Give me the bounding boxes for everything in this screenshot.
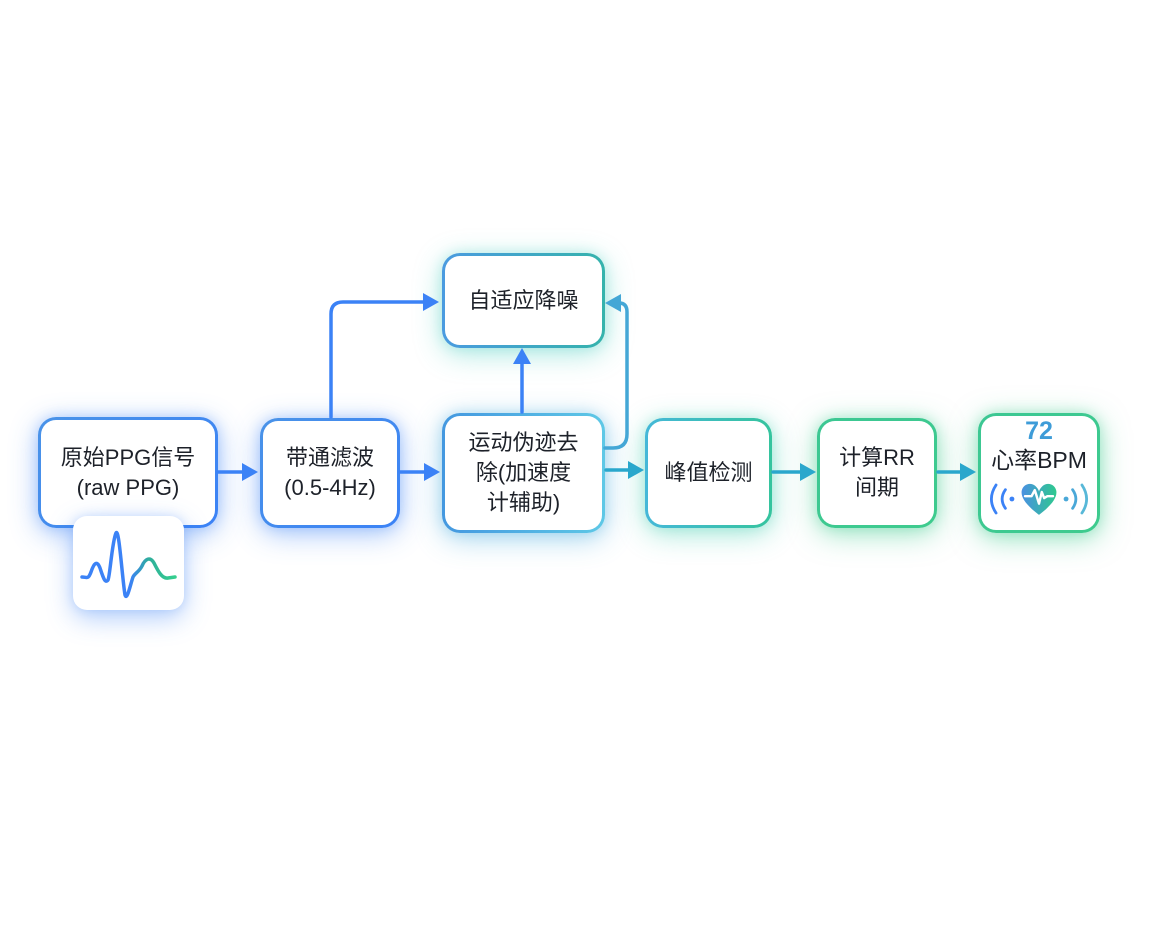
edge-motion-to-adaptive-feedback	[603, 294, 629, 450]
node-bpm-body: 72 心率BPM	[981, 416, 1097, 530]
edge-bandpass-to-motion	[398, 463, 440, 481]
node-adaptive-body: 自适应降噪	[445, 256, 602, 345]
sound-waves-right-icon	[1071, 483, 1088, 515]
node-label-line: 原始PPG信号	[60, 444, 196, 470]
node-label-line: 除(加速度	[475, 460, 572, 485]
node-motion-body: 运动伪迹去 除(加速度 计辅助)	[445, 416, 602, 530]
node-rr-body: 计算RR 间期	[820, 421, 934, 525]
node-label-line: 计算RR	[839, 445, 915, 470]
node-bandpass-body: 带通滤波 (0.5-4Hz)	[263, 421, 397, 525]
edge-bandpass-to-adaptive	[329, 293, 439, 419]
edge-rr-to-bpm	[936, 463, 976, 481]
node-motion-artifact-removal: 运动伪迹去 除(加速度 计辅助)	[442, 413, 605, 533]
edge-raw-to-bandpass	[216, 463, 258, 481]
node-raw-ppg-body: 原始PPG信号 (raw PPG)	[41, 420, 215, 525]
heartbeat-sound-waves-icon	[983, 477, 1095, 529]
node-raw-ppg: 原始PPG信号 (raw PPG)	[38, 417, 218, 528]
sound-dot-right-icon	[1063, 496, 1069, 502]
node-label-line: 自适应降噪	[468, 287, 579, 313]
bpm-value: 72	[1025, 417, 1053, 445]
node-peak-body: 峰值检测	[648, 421, 769, 525]
ppg-waveform-card	[73, 516, 184, 610]
node-peak-detection: 峰值检测	[645, 418, 772, 528]
edge-motion-to-adaptive-up	[513, 348, 531, 414]
node-label-line: 计辅助)	[486, 490, 561, 515]
sound-waves-left-icon	[990, 483, 1007, 515]
ecg-line	[1023, 488, 1055, 505]
edge-peak-to-rr	[771, 463, 816, 481]
heart-icon	[1021, 483, 1057, 515]
node-bandpass-filter: 带通滤波 (0.5-4Hz)	[260, 418, 400, 528]
node-label-line: (raw PPG)	[76, 474, 180, 500]
sound-dot-left-icon	[1009, 496, 1015, 502]
bpm-label: 心率BPM	[991, 447, 1087, 473]
node-label-line: 峰值检测	[664, 460, 753, 485]
node-heart-rate-output: 72 心率BPM	[978, 413, 1100, 533]
node-label-line: 间期	[854, 475, 899, 500]
node-rr-interval: 计算RR 间期	[817, 418, 937, 528]
node-label-line: (0.5-4Hz)	[284, 475, 376, 500]
node-label-line: 运动伪迹去	[468, 430, 579, 455]
node-adaptive-denoise: 自适应降噪	[442, 253, 605, 348]
ppg-waveform-icon	[80, 531, 177, 599]
edge-motion-to-peak	[604, 461, 644, 479]
node-label-line: 带通滤波	[285, 445, 374, 470]
